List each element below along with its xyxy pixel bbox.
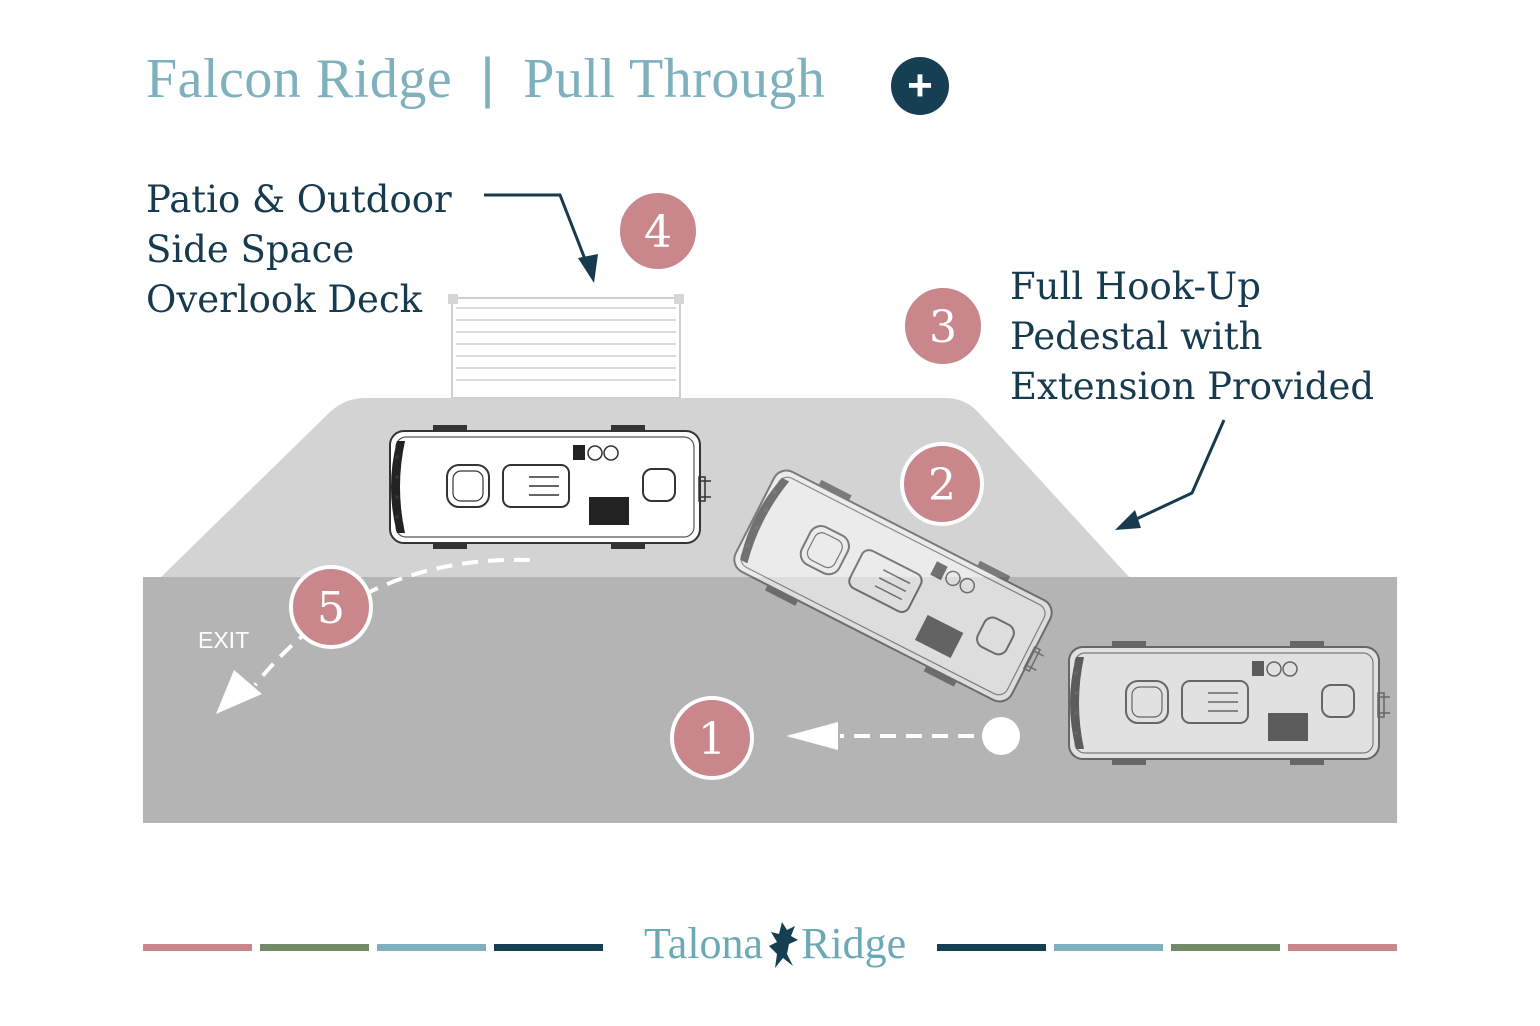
footer-bar [1288, 944, 1397, 951]
arrow-icon [216, 670, 262, 714]
logo-text-right: Ridge [801, 919, 907, 968]
step-number: 4 [644, 207, 672, 258]
title-separator: | [480, 46, 496, 109]
hookup-callout: Full Hook-Up Pedestal with Extension Pro… [1010, 262, 1374, 412]
footer-bar [377, 944, 486, 951]
site-name: Falcon Ridge [146, 48, 453, 110]
footer-bar [937, 944, 1046, 951]
footer-bar [143, 944, 252, 951]
arrow-icon [578, 254, 598, 283]
step-2: 2 [900, 442, 984, 526]
deck-icon [448, 294, 684, 399]
hookup-callout-line: Full Hook-Up [1010, 265, 1261, 308]
patio-callout-line: Overlook Deck [146, 278, 423, 321]
brand-logo: Talona Ridge [644, 920, 906, 970]
patio-callout: Patio & Outdoor Side Space Overlook Deck [146, 175, 452, 325]
footer-bar [1054, 944, 1163, 951]
footer-bar [260, 944, 369, 951]
hookup-callout-line: Extension Provided [1010, 365, 1375, 408]
step-3: 3 [901, 284, 985, 368]
site-type: Pull Through [523, 48, 826, 110]
arrow-icon [1115, 510, 1141, 530]
start-point [982, 717, 1020, 755]
footer-bar [494, 944, 603, 951]
step-5: 5 [289, 565, 373, 649]
step-number: 2 [928, 460, 956, 511]
rv-icon [1068, 640, 1391, 766]
exit-label: EXIT [198, 627, 250, 653]
logo-text-left: Talona [644, 919, 764, 968]
patio-callout-line: Side Space [146, 228, 355, 271]
page-title: Falcon Ridge | Pull Through [146, 48, 826, 110]
step-number: 5 [317, 583, 345, 634]
arrow-icon [484, 193, 592, 273]
falcon-icon [769, 922, 799, 968]
arrow-icon [1129, 419, 1226, 524]
patio-callout-line: Patio & Outdoor [146, 178, 452, 221]
step-1: 1 [670, 696, 754, 780]
step-4: 4 [616, 189, 700, 273]
hookup-callout-line: Pedestal with [1010, 315, 1263, 358]
exit-path [253, 557, 531, 687]
step-number: 3 [929, 302, 957, 353]
arrow-icon [786, 722, 838, 750]
footer-bar [1171, 944, 1280, 951]
step-number: 1 [698, 714, 726, 765]
plus-icon: + [891, 57, 949, 115]
rv-icon [389, 424, 712, 550]
